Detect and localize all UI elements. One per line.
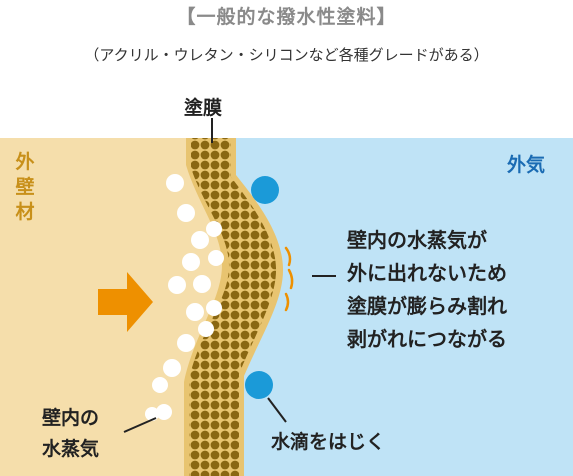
vapor-label-line: 水蒸気 [42, 438, 100, 460]
explanation-text: 壁内の水蒸気が 外に出れないため 塗膜が膨らみ割れ 剥がれにつながる [347, 224, 507, 356]
vapor-bubble [152, 377, 168, 393]
repel-pointer [267, 397, 287, 423]
water-drop [245, 371, 273, 399]
vapor-bubble [177, 334, 195, 352]
vapor-bubble [182, 253, 200, 271]
coating-dots [189, 138, 277, 476]
coating-label: 塗膜 [184, 97, 223, 119]
vapor-direction-arrow [98, 272, 153, 332]
page-subtitle: （アクリル・ウレタン・シリコンなど各種グレードがある） [84, 46, 489, 64]
bulge-marks [284, 246, 294, 312]
outside-air-label: 外気 [507, 154, 546, 176]
vapor-bubble [168, 276, 186, 294]
vapor-bubble [198, 321, 214, 337]
page-title: 【一般的な撥水性塗料】 [176, 6, 397, 28]
vapor-bubble [177, 204, 195, 222]
vapor-bubble [193, 275, 211, 293]
vapor-bubble [191, 231, 209, 249]
water-drop [251, 176, 279, 204]
explanation-line: 壁内の水蒸気が [347, 228, 487, 252]
vapor-pointer [123, 417, 157, 433]
vapor-label-line: 壁内の [42, 407, 100, 429]
vapor-label: 壁内の 水蒸気 [42, 403, 99, 465]
vapor-bubble [166, 174, 184, 192]
vapor-bubble [163, 359, 181, 377]
vapor-bubble [206, 300, 222, 316]
repel-label: 水滴をはじく [271, 431, 386, 453]
vapor-bubble [156, 404, 172, 420]
outer-wall-label: 外壁材 [15, 151, 35, 223]
explanation-line: 塗膜が膨らみ割れ [347, 294, 507, 318]
vapor-bubble [208, 250, 224, 266]
explanation-line: 剥がれにつながる [347, 327, 507, 351]
water-vapor-bubbles [145, 174, 224, 421]
vapor-bubble [206, 221, 222, 237]
vapor-bubble [186, 303, 204, 321]
explanation-line: 外に出れないため [347, 261, 507, 285]
